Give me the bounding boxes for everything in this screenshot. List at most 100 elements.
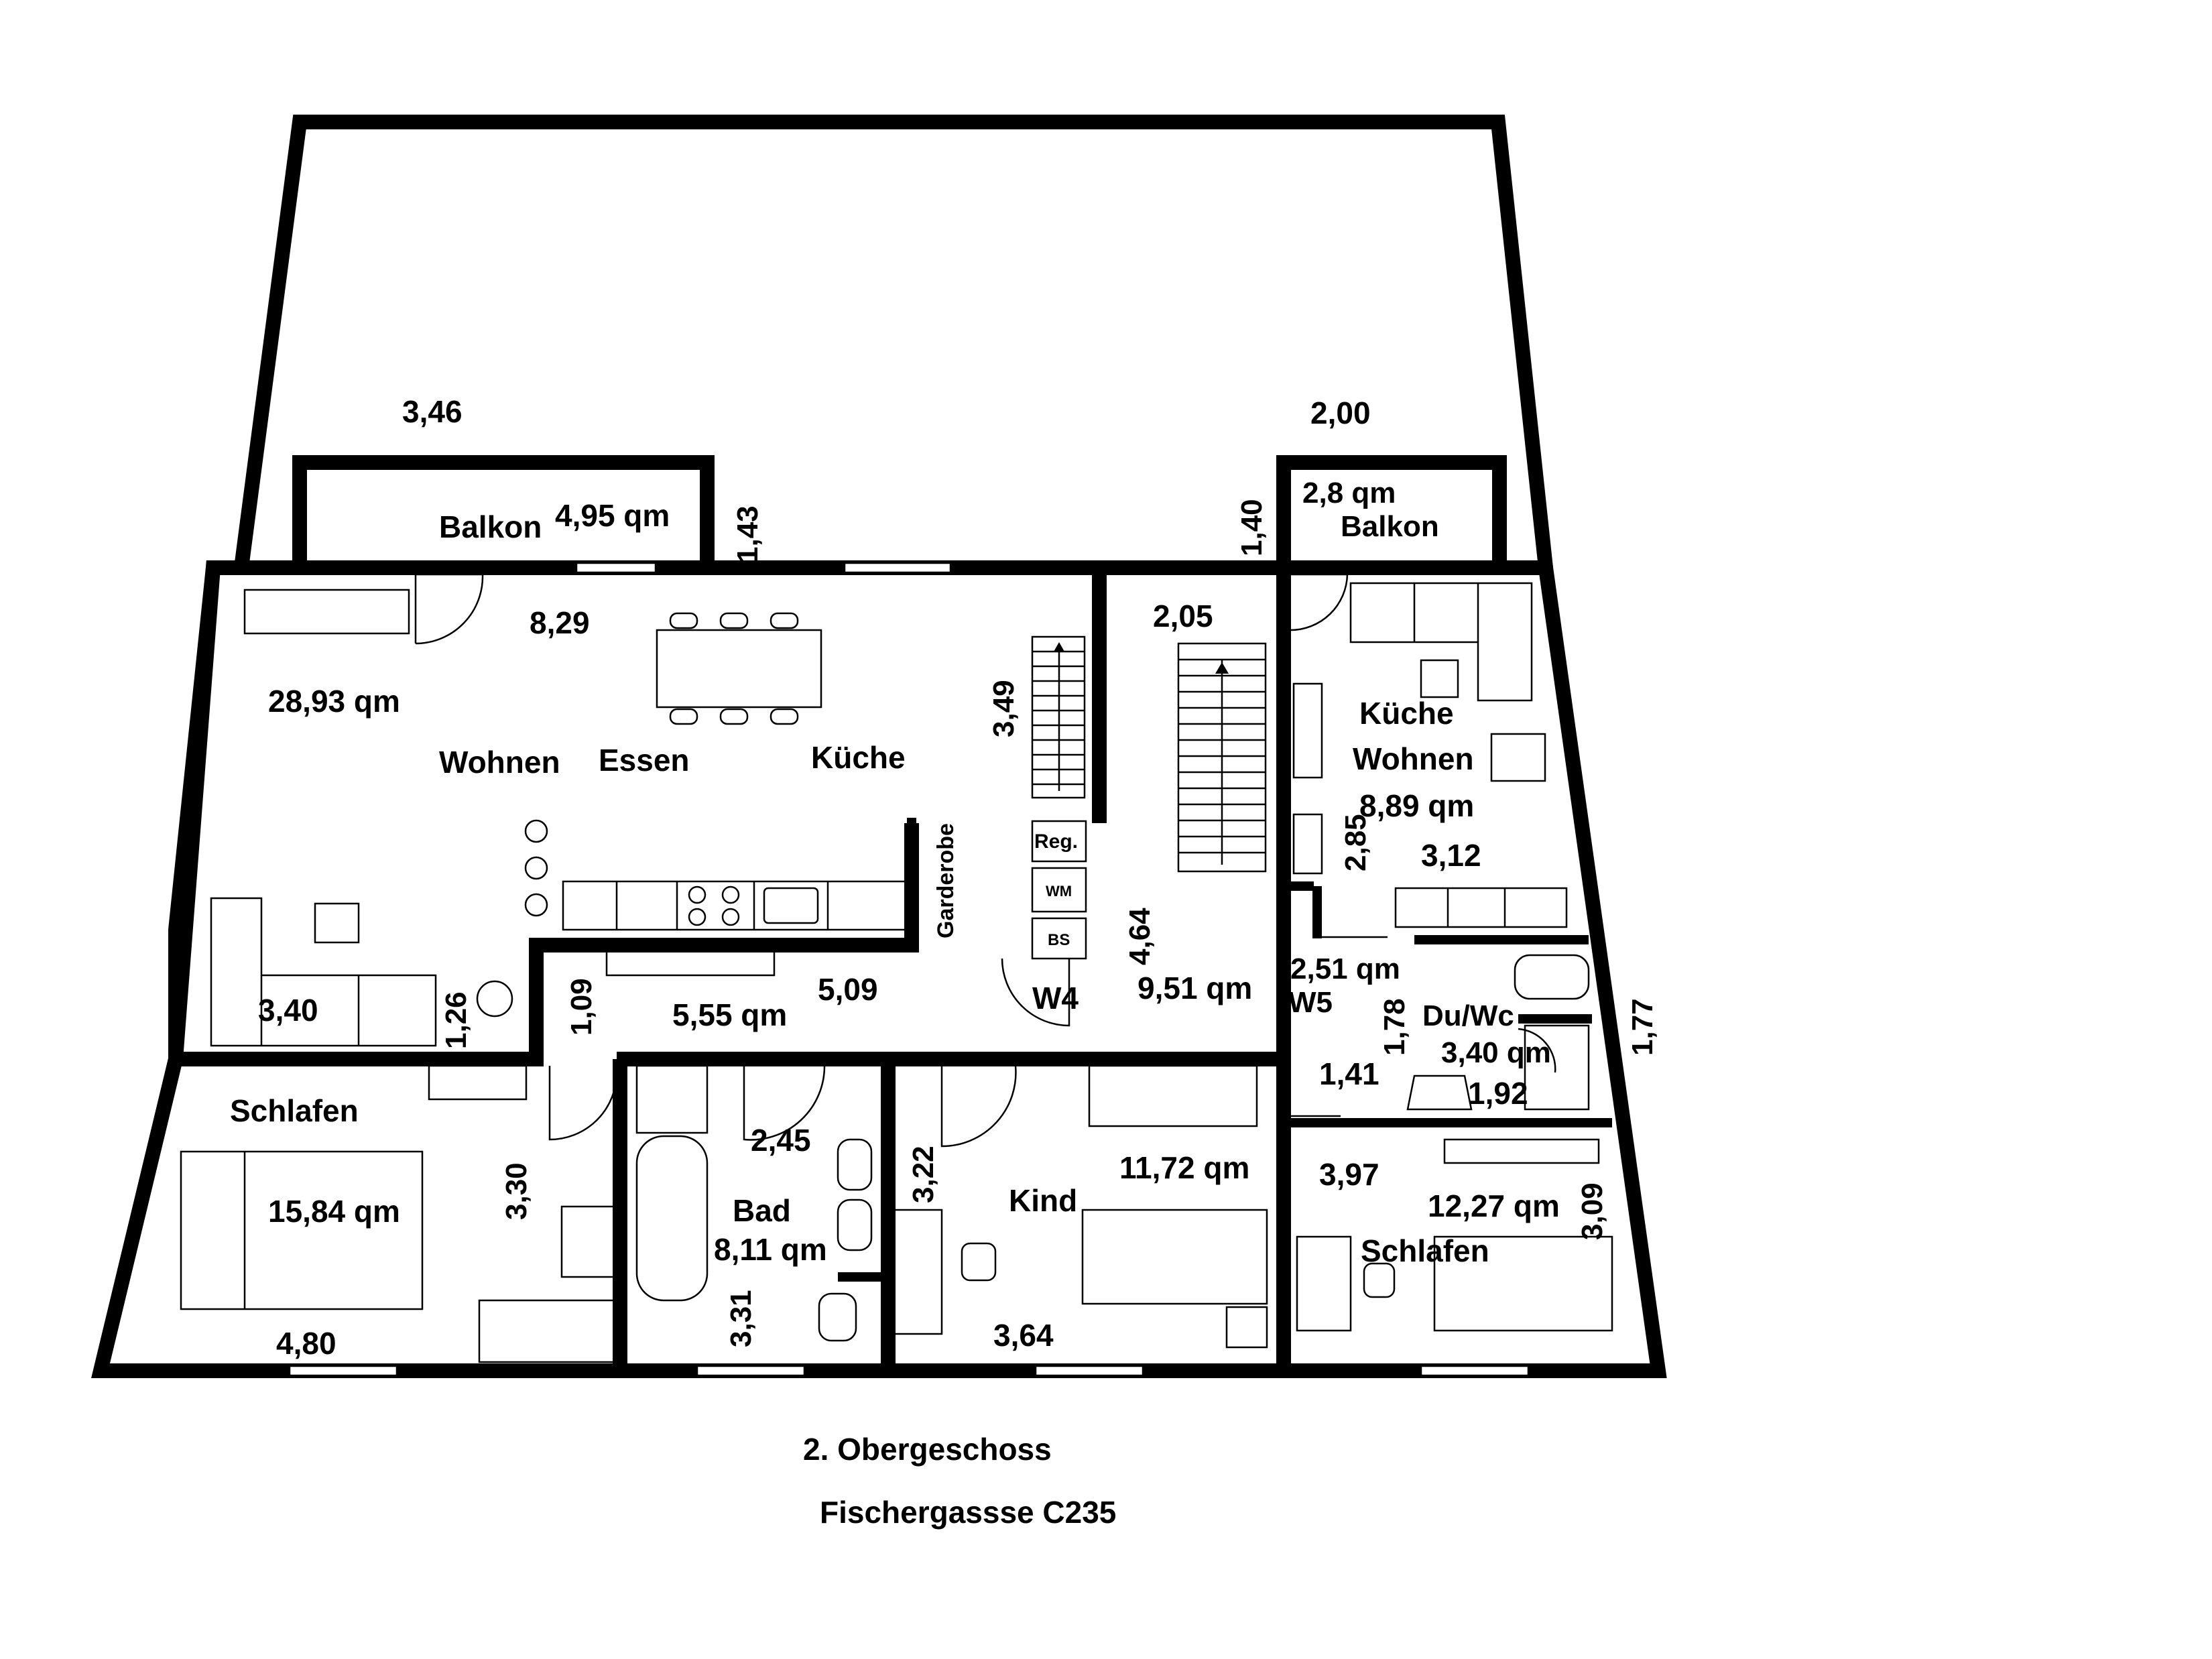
double-bed [180, 1150, 424, 1310]
wardrobe [560, 1205, 618, 1278]
stair-flight-left [1031, 635, 1086, 799]
terrace-outline [234, 115, 1553, 569]
area-flur: 5,55 qm [672, 997, 787, 1032]
area-treppenhaus: 9,51 qm [1138, 971, 1252, 1005]
dimension-label: 3,46 [402, 394, 463, 429]
plant-icon [524, 856, 548, 880]
room-label-balkon-right: Balkon [1341, 510, 1439, 543]
dimension-label: 3,49 [987, 680, 1020, 737]
desk [1296, 1235, 1352, 1332]
bed [1081, 1209, 1268, 1305]
dimension-label: 3,97 [1319, 1157, 1379, 1192]
coffee-table [1420, 659, 1459, 698]
dimension-label: 3,64 [993, 1318, 1054, 1353]
window [575, 562, 657, 574]
door-swing [548, 1066, 618, 1141]
desk [890, 1209, 943, 1335]
shower-icon [1524, 1024, 1590, 1111]
room-label-schlafen-left: Schlafen [230, 1093, 359, 1128]
washing-machine [1031, 867, 1087, 913]
stair-arrow-icon [1215, 662, 1229, 674]
kitchenette [1394, 887, 1568, 928]
dimension-label: 3,31 [725, 1290, 757, 1347]
dimension-label: 2,45 [751, 1123, 811, 1158]
dimension-label: 1,77 [1626, 998, 1659, 1056]
washbasin-icon [837, 1138, 873, 1191]
chair [770, 612, 799, 629]
room-label-kind: Kind [1009, 1183, 1077, 1218]
door-swing [743, 1065, 826, 1141]
label-w5: W5 [1288, 986, 1333, 1019]
room-labels: Wohnen Essen Küche 28,93 qm Balkon 4,95 … [230, 477, 1560, 1268]
room-label-schlafen-right: Schlafen [1361, 1233, 1489, 1268]
door-swing [1290, 573, 1349, 631]
dimension-label: 2,85 [1339, 814, 1372, 871]
label-garderobe: Garderobe [933, 823, 959, 938]
window [1420, 1365, 1530, 1377]
doors [414, 573, 1556, 1148]
dryer [1031, 917, 1087, 960]
regal [1031, 820, 1087, 863]
washbasin-icon [1406, 1074, 1473, 1111]
chair [719, 708, 749, 725]
dimension-label: 3,22 [907, 1146, 940, 1203]
area-wohnbereich: 28,93 qm [268, 684, 400, 719]
table [1490, 733, 1546, 782]
dimension-label: 2,00 [1310, 395, 1371, 430]
balcony-right-wall [1276, 455, 1507, 568]
room-label-wohnen: Wohnen [439, 745, 560, 780]
room-label-kueche-right: Küche [1359, 696, 1454, 731]
shelf [605, 947, 776, 977]
area-kind: 11,72 qm [1119, 1150, 1249, 1185]
dimension-label: 1,09 [565, 978, 598, 1036]
dimension-label: 1,78 [1378, 998, 1411, 1056]
stair-flight-right [1177, 642, 1267, 873]
wardrobe [478, 1299, 618, 1363]
area-w5: 2,51 qm [1290, 953, 1400, 985]
sideboard [243, 589, 410, 635]
stair-arrow-icon [1054, 642, 1064, 652]
sofa [1349, 582, 1533, 702]
door-swing [1001, 958, 1070, 1027]
plant-icon [476, 980, 513, 1018]
chair [770, 708, 799, 725]
nightstand [1225, 1306, 1268, 1349]
plant-icon [524, 819, 548, 843]
dimension-label: 2,05 [1153, 599, 1213, 633]
door-swing [415, 573, 484, 645]
cabinet [1292, 813, 1323, 875]
coffee-table [314, 902, 360, 944]
label-bs: BS [1048, 931, 1070, 949]
dimension-label: 1,40 [1235, 499, 1268, 556]
plan-title: 2. Obergeschoss [803, 1432, 1052, 1467]
kitchen-counter [562, 880, 910, 931]
washbasin-icon [837, 1199, 873, 1251]
room-label-wohnen-right: Wohnen [1353, 741, 1474, 776]
toilet-icon [1514, 954, 1590, 1000]
outer-wall-left-step [168, 566, 919, 1066]
area-kueche-wohnen: 8,89 qm [1359, 788, 1474, 823]
dimension-label: 4,80 [276, 1326, 336, 1361]
label-reg: Reg. [1034, 831, 1078, 853]
bathtub-icon [635, 1135, 709, 1302]
cabinet [635, 1064, 709, 1134]
dimension-labels: 3,46 2,00 1,43 1,40 8,29 2,05 3,49 4,64 … [258, 394, 1659, 1361]
dimension-label: 3,30 [500, 1162, 533, 1220]
dimension-label: 3,09 [1576, 1182, 1609, 1240]
dimension-label: 5,09 [818, 972, 878, 1007]
dimension-label: 3,40 [258, 993, 318, 1028]
window [843, 562, 952, 574]
area-balkon-left: 4,95 qm [555, 498, 670, 533]
room-label-kueche: Küche [811, 740, 906, 775]
door-swing [1518, 1028, 1556, 1073]
chair [669, 612, 698, 629]
plan-address: Fischergassse C235 [820, 1495, 1116, 1530]
room-label-bad: Bad [733, 1193, 791, 1228]
area-balkon-right: 2,8 qm [1302, 477, 1396, 509]
area-schlafen-right: 12,27 qm [1428, 1188, 1560, 1223]
dining-table [656, 629, 822, 709]
dimension-label: 1,92 [1468, 1076, 1528, 1111]
room-label-duwc: Du/Wc [1422, 999, 1514, 1032]
label-w4: W4 [1032, 981, 1079, 1016]
